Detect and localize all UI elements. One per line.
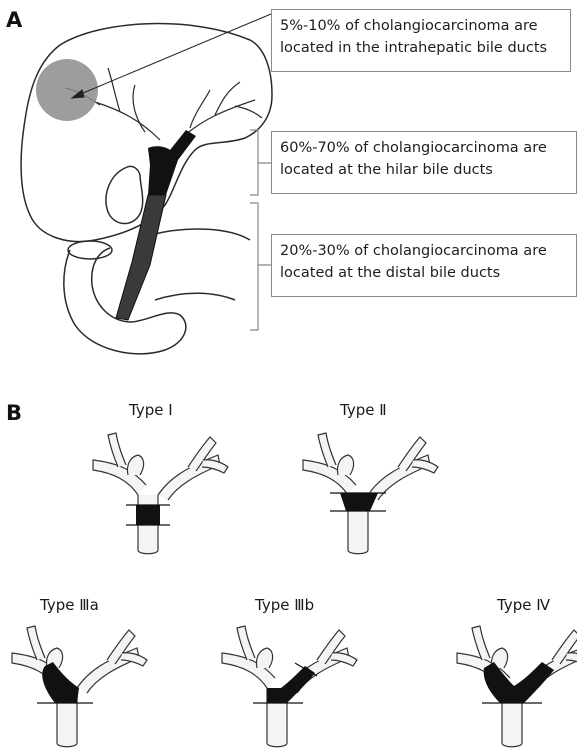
tumor-type-2 [340, 493, 378, 511]
callout-distal: 20%-30% of cholangiocarcinoma are locate… [271, 234, 577, 297]
type-4-label: Type Ⅳ [497, 596, 550, 614]
panel-b-letter: B [6, 401, 22, 425]
intrahepatic-tumor-highlight [36, 59, 98, 121]
duct-type-1 [93, 433, 228, 554]
callout-hilar-line2: located at the hilar bile ducts [280, 159, 568, 181]
gallbladder [106, 166, 143, 223]
tumor-type-3a [42, 662, 79, 703]
duct-type-3b [222, 626, 357, 747]
brackets [250, 130, 271, 330]
duct-type-4 [457, 626, 577, 747]
tumor-type-4 [484, 662, 554, 703]
distal-duct-segment [116, 195, 166, 320]
callout-distal-line2: located at the distal bile ducts [280, 262, 568, 284]
type-3a-label: Type Ⅲa [40, 596, 99, 614]
type-2-label: Type Ⅱ [340, 401, 387, 419]
pancreas [150, 229, 250, 300]
duct-type-3a [12, 626, 147, 747]
callout-intrahepatic: 5%-10% of cholangiocarcinoma are located… [271, 9, 571, 72]
hilar-tumor-segment [148, 130, 196, 195]
callout-intrahepatic-line2: located in the intrahepatic bile ducts [280, 37, 562, 59]
callout-hilar: 60%-70% of cholangiocarcinoma are locate… [271, 131, 577, 194]
callout-intrahepatic-line1: 5%-10% of cholangiocarcinoma are [280, 15, 562, 37]
callout-hilar-line1: 60%-70% of cholangiocarcinoma are [280, 137, 568, 159]
bracket-distal [250, 203, 271, 330]
panel-a-letter: A [6, 8, 22, 32]
bracket-hilar [250, 130, 271, 195]
type-3b-label: Type Ⅲb [255, 596, 314, 614]
callout-distal-line1: 20%-30% of cholangiocarcinoma are [280, 240, 568, 262]
tumor-type-3b [267, 666, 315, 703]
common-bile-duct [116, 130, 196, 320]
callout-arrow [72, 14, 271, 98]
duct-type-2 [303, 433, 438, 554]
type-1-label: Type Ⅰ [129, 401, 173, 419]
tumor-type-1 [136, 505, 160, 525]
